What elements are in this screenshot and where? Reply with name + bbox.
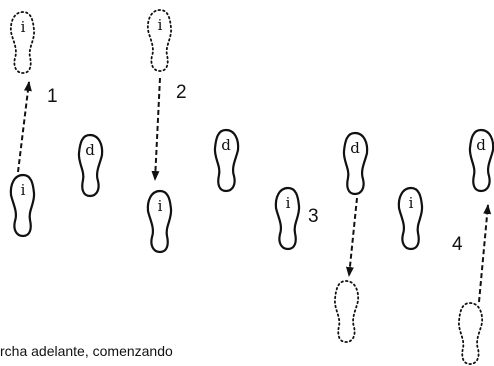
- step-number-1: 1: [47, 86, 58, 107]
- left-footprint-start-2: i: [146, 9, 172, 72]
- step-number-4: 4: [452, 234, 463, 255]
- footprint-letter: i: [409, 194, 414, 212]
- left-footprint-4: i: [397, 186, 424, 251]
- step-number-3: 3: [308, 206, 319, 227]
- step-2-group: i i d 2: [146, 9, 240, 254]
- right-footprint-start-3: d: [342, 131, 369, 196]
- right-footprint-end-4: d: [468, 128, 494, 193]
- step-number-2: 2: [176, 82, 187, 103]
- left-footprint-end-1: i: [9, 11, 35, 74]
- footprint-letter: i: [21, 18, 26, 36]
- left-footprint-3: i: [274, 186, 301, 251]
- step-1-group: i i d 1: [9, 11, 104, 238]
- left-footprint-end-2: i: [146, 189, 173, 254]
- right-footprint-end-3: [334, 280, 360, 343]
- left-footprint-start-1: i: [9, 173, 36, 238]
- step-4-group: i d 4: [397, 128, 494, 365]
- footprint-letter: i: [158, 197, 163, 215]
- right-footprint-start-4: [458, 302, 484, 365]
- right-footprint-2: d: [213, 128, 240, 193]
- caption-text: rcha adelante, comenzando: [0, 343, 173, 359]
- step-3-group: i d 3: [274, 131, 369, 343]
- footprint-letter: i: [21, 181, 26, 199]
- footprint-letter: d: [221, 136, 231, 154]
- footprint-letter: d: [85, 141, 95, 159]
- step-arrow-2: [151, 77, 161, 181]
- step-arrow-1: [17, 81, 32, 173]
- right-footprint-1: d: [77, 133, 104, 198]
- footprint-letter: i: [286, 194, 291, 212]
- footprint-letter: d: [476, 136, 486, 154]
- footprint-letter: d: [350, 139, 360, 157]
- footprint-letter: i: [158, 16, 163, 34]
- step-arrow-3: [345, 197, 358, 277]
- step-arrow-4: [478, 204, 492, 303]
